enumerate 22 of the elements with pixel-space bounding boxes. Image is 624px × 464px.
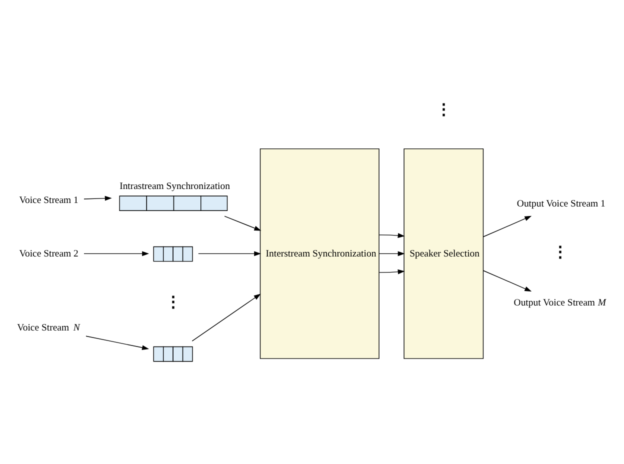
- arrow: [192, 293, 261, 341]
- arrow: [378, 250, 405, 256]
- label: ⋮: [165, 293, 180, 310]
- label: ⋮: [436, 100, 451, 118]
- node-text: Voice Stream 2: [19, 248, 78, 259]
- arrow: [378, 232, 405, 238]
- node-text: Output Voice Stream 1: [516, 198, 606, 209]
- arrow: [84, 250, 150, 256]
- node-text: Output Voice Stream M: [514, 297, 606, 308]
- node-label: Intrastream Synchronization: [120, 180, 230, 192]
- arrow: [483, 270, 532, 292]
- arrow: [378, 268, 405, 274]
- node-text: Voice Stream N: [17, 322, 80, 334]
- label: ⋮: [552, 243, 568, 260]
- node-box: Interstream Synchronization: [260, 148, 380, 358]
- node-text: Voice Stream 1: [19, 194, 78, 206]
- arrow: [84, 195, 112, 200]
- arrow: [483, 215, 532, 237]
- arrow: [198, 250, 262, 256]
- node-box: Speaker Selection: [404, 148, 484, 358]
- arrow: [224, 215, 262, 230]
- arrow: [86, 335, 150, 350]
